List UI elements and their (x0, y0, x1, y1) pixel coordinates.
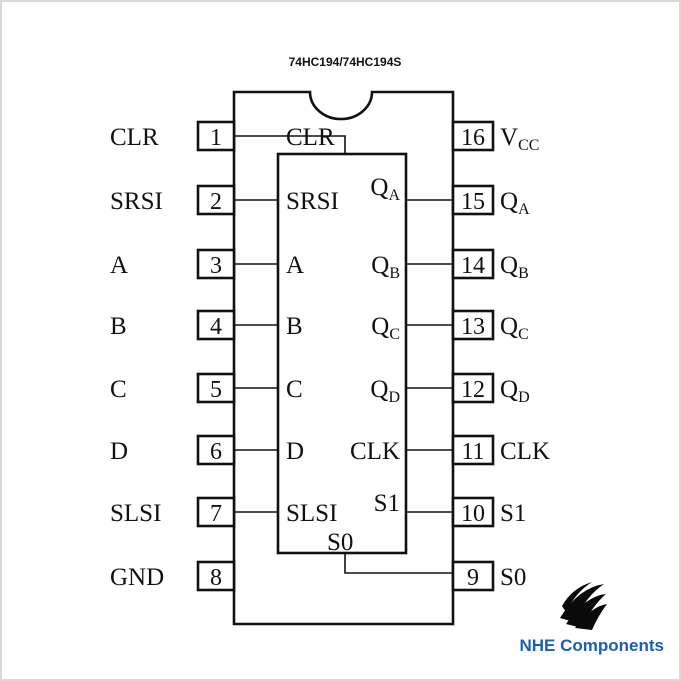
pin-box (451, 496, 495, 528)
pin-box (451, 120, 495, 152)
pin-number: 1 (210, 125, 222, 151)
pin-box (451, 184, 495, 216)
pin-3: 3 A A (110, 248, 304, 280)
internal-wiring (234, 135, 453, 574)
pin-outer-label: S0 (500, 564, 526, 591)
pin-outer-label: QA (500, 188, 530, 218)
pin-box (451, 372, 495, 404)
pin-5: 5 C C (110, 372, 303, 404)
diagram-title: 74HC194/74HC194S (289, 55, 402, 69)
pin-number: 12 (461, 377, 485, 403)
pin-box (196, 434, 236, 466)
pin-inner-label: QD (370, 376, 400, 406)
pin-14: 14 QB QB (371, 248, 529, 282)
pin-inner-label: B (286, 313, 303, 340)
left-pin-column: 1 CLR CLR 2 SRSI SRSI 3 A A 4 B B 5 C C 6 D D 7 SLSI SLSI 8 GN… (110, 120, 339, 592)
pin-box (196, 309, 236, 341)
pin-box (451, 309, 495, 341)
pin-number: 14 (461, 253, 485, 279)
pin-inner-label: S1 (374, 490, 400, 517)
pin-number: 6 (210, 439, 222, 465)
pin-inner-label: SLSI (286, 500, 337, 527)
pin-2: 2 SRSI SRSI (110, 184, 339, 216)
pin-4: 4 B B (110, 309, 303, 341)
logo-text: NHE Components (520, 636, 665, 655)
pin-inner-label: CLR (286, 124, 335, 151)
nhe-logo: NHE Components (520, 582, 665, 655)
pin-box (451, 248, 495, 280)
pin-10: 10 S1 S1 (374, 490, 526, 528)
pin-number: 8 (210, 565, 222, 591)
pin-inner-label: CLK (350, 438, 400, 465)
pin-inner-label: QB (371, 252, 400, 282)
pin-box (451, 434, 495, 466)
pin-number: 11 (461, 439, 484, 465)
pin-8: 8 GND (110, 560, 236, 592)
pin-outer-label: SLSI (110, 500, 161, 527)
pin-number: 3 (210, 253, 222, 279)
ic-package-outline (232, 90, 455, 626)
pin-number: 9 (467, 565, 479, 591)
pin-number: 10 (461, 501, 485, 527)
pin-inner-label: SRSI (286, 188, 339, 215)
pin-1: 1 CLR CLR (110, 120, 335, 152)
pin-outer-label: SRSI (110, 188, 163, 215)
pin-inner-label: QA (370, 174, 400, 204)
globe-stripes-icon (558, 582, 607, 630)
pin-outer-label: A (110, 252, 128, 279)
pin-number: 16 (461, 125, 485, 151)
pin-outer-label: QC (500, 313, 529, 343)
pin-outer-label: VCC (500, 124, 539, 154)
pin-box (196, 560, 236, 592)
pin-number: 15 (461, 189, 485, 215)
pin-box (196, 120, 236, 152)
pin-outer-label: B (110, 313, 127, 340)
pin-box (196, 496, 236, 528)
pin-number: 7 (210, 501, 222, 527)
pin-outer-label: D (110, 438, 128, 465)
pin-outer-label: C (110, 376, 127, 403)
pin-box (196, 184, 236, 216)
pin-box (196, 248, 236, 280)
pin-number: 13 (461, 314, 485, 340)
wire-pin-1 (234, 135, 346, 154)
pin-7: 7 SLSI SLSI (110, 496, 337, 528)
pin-outer-label: QD (500, 376, 530, 406)
pin-6: 6 D D (110, 434, 304, 466)
wire-pin-9 (344, 553, 453, 574)
pin-inner-label: QC (371, 313, 400, 343)
pin-inner-label: C (286, 376, 303, 403)
pin-box (451, 560, 495, 592)
pin-outer-label: GND (110, 564, 164, 591)
pin-outer-label: QB (500, 252, 529, 282)
pin-15: 15 QA QA (370, 174, 530, 218)
pin-outer-label: S1 (500, 500, 526, 527)
pin-box (196, 372, 236, 404)
pin-12: 12 QD QD (370, 372, 530, 406)
pin-13: 13 QC QC (371, 309, 529, 343)
pin-number: 4 (210, 314, 222, 340)
pin-outer-label: CLR (110, 124, 159, 151)
logic-block (276, 152, 408, 555)
pin-inner-label: D (286, 438, 304, 465)
pin-16: 16 VCC (451, 120, 539, 154)
pin-inner-label: A (286, 252, 304, 279)
pin-number: 2 (210, 189, 222, 215)
pin-inner-label: S0 (327, 529, 353, 556)
pin-number: 5 (210, 377, 222, 403)
pin-outer-label: CLK (500, 438, 550, 465)
pin-11: 11 CLK CLK (350, 434, 550, 466)
